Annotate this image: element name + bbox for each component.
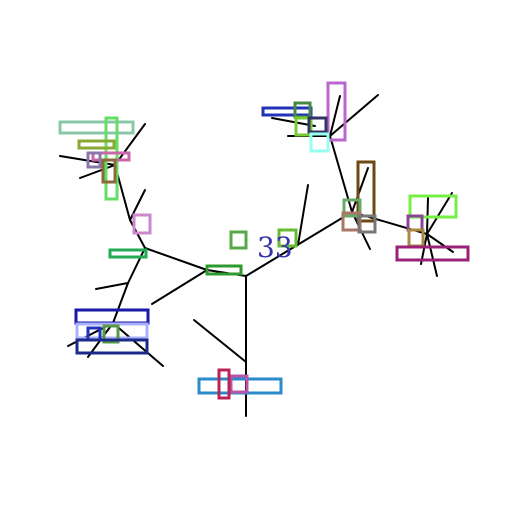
edge — [114, 123, 146, 166]
edge — [426, 192, 453, 235]
edge — [79, 164, 116, 179]
node-box — [102, 324, 120, 344]
node-box — [309, 132, 330, 153]
node-box — [75, 322, 149, 340]
node-box — [74, 308, 150, 325]
edge — [426, 233, 454, 253]
edge — [426, 233, 438, 277]
edge — [127, 247, 146, 284]
edge — [193, 319, 247, 363]
node-box — [217, 368, 231, 400]
edge — [112, 282, 129, 324]
edge — [297, 184, 309, 246]
edge — [144, 247, 208, 271]
edge — [329, 94, 379, 137]
node-box — [277, 228, 298, 248]
edge — [112, 322, 164, 367]
node-box — [261, 106, 313, 117]
node-box — [294, 116, 313, 137]
node-box — [408, 194, 458, 219]
node-box — [307, 116, 328, 134]
edge — [95, 282, 129, 290]
node-box — [205, 264, 243, 276]
node-box — [356, 160, 376, 223]
node-box — [395, 245, 470, 262]
node-box — [342, 198, 362, 218]
center-node-label: 33 — [257, 231, 293, 264]
edge — [351, 167, 369, 213]
node-box — [75, 338, 149, 355]
node-box — [77, 139, 116, 150]
node-box — [86, 151, 102, 169]
edge — [151, 269, 208, 305]
node-box — [132, 213, 152, 235]
node-box — [326, 81, 347, 142]
node-box — [229, 374, 249, 394]
node-boxes — [58, 81, 470, 400]
node-box — [58, 120, 135, 135]
edge — [329, 95, 341, 137]
node-box — [229, 230, 248, 250]
node-box — [108, 248, 148, 259]
node-box — [101, 158, 117, 184]
node-box — [357, 214, 377, 234]
tree-edges — [59, 94, 454, 417]
